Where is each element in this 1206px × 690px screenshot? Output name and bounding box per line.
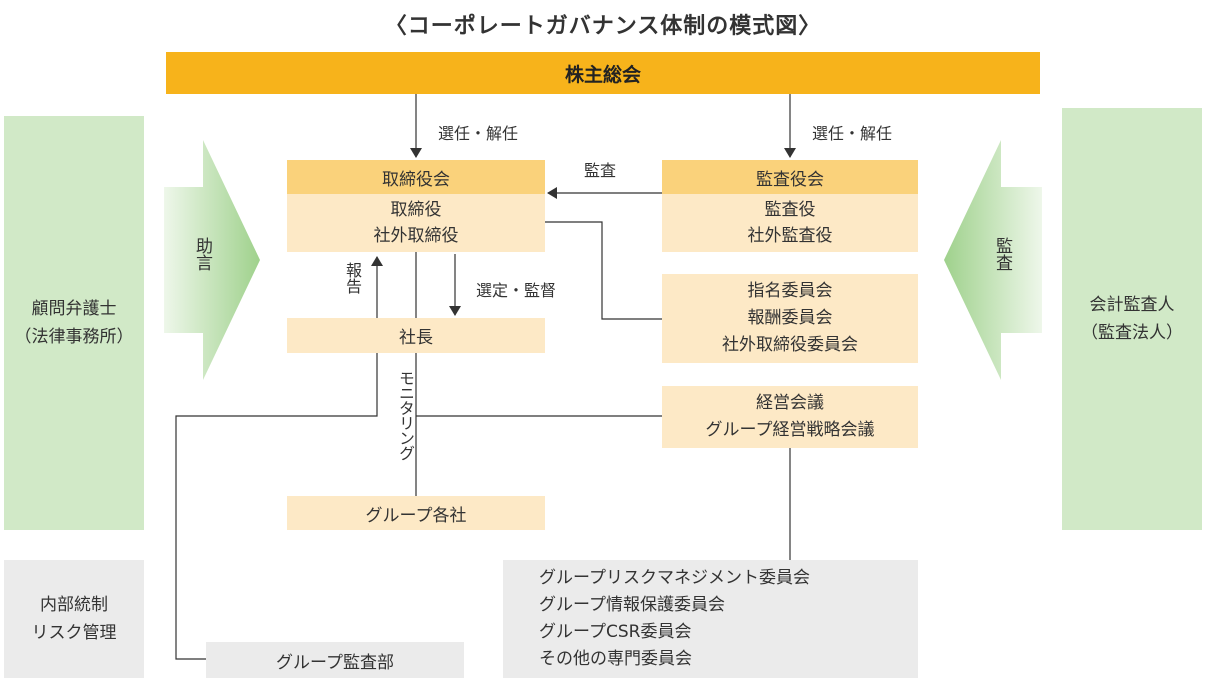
monitoring-label: モニタリング (396, 370, 415, 460)
internal-control-box: 内部統制 リスク管理 (4, 560, 144, 678)
president-box: 社長 (287, 318, 545, 353)
board-members: 取締役 社外取締役 (287, 194, 545, 252)
board-committee-line (545, 221, 662, 320)
csr-committee: グループCSR委員会 (539, 622, 692, 642)
audit-side-label: 監査 (992, 237, 1012, 271)
legal-advisor-name: 顧問弁護士 (31, 299, 117, 319)
audit-board-members: 監査役 社外監査役 (662, 194, 918, 252)
outside-directors-committee: 社外取締役委員会 (722, 335, 858, 355)
committees-box: 指名委員会 報酬委員会 社外取締役委員会 (662, 274, 918, 363)
audit-board-member-outside-auditors: 社外監査役 (747, 226, 833, 246)
information-protection-committee: グループ情報保護委員会 (539, 595, 725, 615)
risk-management-label: リスク管理 (31, 623, 117, 643)
elect-dismiss-label-left: 選任・解任 (438, 124, 519, 143)
other-committees: その他の専門委員会 (539, 649, 692, 669)
internal-control-label: 内部統制 (40, 595, 108, 615)
audit-arrow-shape (944, 140, 1042, 380)
board-member-outside-directors: 社外取締役 (373, 226, 459, 246)
board-member-directors: 取締役 (390, 200, 442, 220)
group-management-strategy-meeting: グループ経営戦略会議 (705, 420, 875, 440)
page-title: 〈コーポレートガバナンス体制の模式図〉 (384, 14, 822, 39)
board-header: 取締役会 (287, 160, 545, 194)
accounting-auditor-org: （監査法人） (1081, 323, 1183, 343)
group-audit-line (175, 353, 378, 660)
compensation-committee: 報酬委員会 (747, 308, 833, 328)
risk-management-committee: グループリスクマネジメント委員会 (539, 568, 810, 588)
advice-label: 助言 (192, 237, 212, 271)
shareholders-meeting: 株主総会 (166, 52, 1040, 94)
report-label: 報告 (343, 262, 362, 294)
group-audit-box: グループ監査部 (206, 642, 464, 678)
management-meeting: 経営会議 (756, 393, 824, 413)
specialist-committees-box: グループリスクマネジメント委員会 グループ情報保護委員会 グループCSR委員会 … (503, 560, 918, 678)
accounting-auditor-box: 会計監査人 （監査法人） (1062, 108, 1202, 530)
audit-label: 監査 (584, 161, 617, 180)
advice-arrow-shape (164, 140, 260, 380)
group-companies-box: グループ各社 (287, 496, 545, 530)
management-meeting-box: 経営会議 グループ経営戦略会議 (662, 386, 918, 448)
audit-board-member-auditors: 監査役 (764, 200, 816, 220)
legal-advisor-org: （法律事務所） (14, 327, 134, 347)
accounting-auditor-name: 会計監査人 (1089, 295, 1175, 315)
elect-dismiss-label-right: 選任・解任 (812, 124, 893, 143)
select-supervise-label: 選定・監督 (476, 281, 557, 300)
legal-advisor-box: 顧問弁護士 （法律事務所） (4, 116, 144, 530)
audit-board-header: 監査役会 (662, 160, 918, 194)
nomination-committee: 指名委員会 (747, 281, 833, 301)
